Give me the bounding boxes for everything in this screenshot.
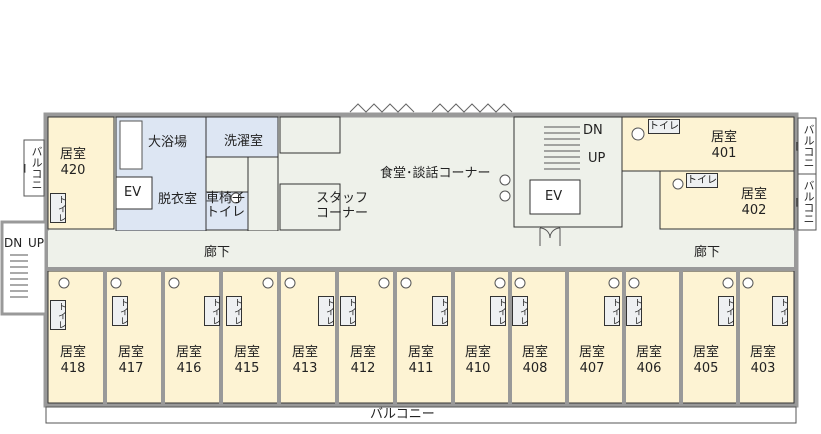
stair-up-left: UP: [28, 236, 45, 250]
corridor-label-right: 廊下: [694, 245, 721, 260]
stair-dn-left: DN: [4, 236, 23, 250]
staff-area: [279, 183, 341, 231]
ev-right-label: EV: [545, 189, 563, 204]
toilet-402: トイレ: [686, 173, 718, 188]
room-401-label: 居室 401: [711, 130, 737, 162]
room-label-text: 居室: [60, 147, 87, 162]
stair-treads: [544, 126, 580, 170]
corridor-area: [48, 231, 794, 269]
toilet-407: トイレ: [604, 296, 620, 326]
room-walls: [46, 267, 796, 405]
toilet-408: トイレ: [512, 296, 528, 326]
right-balcony-bottom-label: バルコニー: [790, 180, 815, 224]
toilet-410: トイレ: [490, 296, 506, 326]
toilet-416: トイレ: [204, 296, 220, 326]
dressing-label: 脱衣室: [158, 192, 198, 207]
stair-dn-right: DN: [583, 123, 603, 138]
staff-corner-label: スタッフ コーナー: [316, 191, 368, 221]
doors: [539, 227, 561, 246]
laundry-label: 洗濯室: [224, 134, 264, 149]
toilet-406: トイレ: [626, 296, 642, 326]
room-420-label: 居室 420: [60, 147, 86, 179]
staff-line2: コーナー: [316, 206, 369, 221]
bath-label: 大浴場: [148, 135, 188, 150]
right-balcony-bottom: [797, 173, 817, 231]
toilet-418: トイレ: [50, 300, 66, 330]
storage-area: [279, 116, 341, 154]
ev-left-box: [115, 176, 153, 210]
left-stair-treads: [10, 254, 28, 298]
toilet-403: トイレ: [772, 296, 788, 326]
left-balcony-label: バルコニー: [18, 146, 43, 190]
room-label-text: 居室: [741, 187, 768, 202]
corridor-label-left: 廊下: [204, 245, 231, 260]
ev-right-box: [529, 179, 581, 215]
bathtub: [119, 120, 143, 170]
bottom-rooms: [47, 270, 795, 404]
staff-line1: スタッフ: [316, 191, 369, 206]
toilet-405: トイレ: [718, 296, 734, 326]
toilet-413: トイレ: [318, 296, 334, 326]
wheelchair-toilet-area: [247, 156, 279, 232]
room-402-label: 居室 402: [741, 187, 767, 219]
bottom-balcony-label: バルコニー: [370, 407, 435, 422]
toilet-401: トイレ: [648, 119, 680, 134]
room-label-text: 居室: [711, 130, 738, 145]
toilet-415: トイレ: [226, 296, 242, 326]
right-balcony-top-label: バルコニー: [790, 124, 815, 168]
wheelchair-toilet-line1: 車椅子: [206, 191, 246, 206]
top-windows: [349, 103, 513, 113]
toilet-417: トイレ: [112, 296, 128, 326]
bottom-balcony: [45, 406, 797, 424]
left-balcony: [23, 139, 45, 197]
room-number-401: 401: [711, 146, 737, 161]
fixtures: [58, 127, 754, 289]
toilet-420: トイレ: [50, 193, 66, 223]
room-number-420: 420: [60, 163, 86, 178]
toilet-412: トイレ: [340, 296, 356, 326]
left-stair: [0, 220, 48, 316]
wheelchair-toilet-line2: トイレ: [206, 205, 246, 220]
room-number-402: 402: [741, 203, 767, 218]
stair-up-right: UP: [588, 151, 606, 166]
ev-left-label: EV: [124, 185, 142, 200]
dining-label: 食堂･談話コーナー: [380, 166, 491, 181]
toilet-411: トイレ: [432, 296, 448, 326]
wheelchair-toilet-label: 車椅子 トイレ: [206, 192, 245, 220]
laundry-area: [205, 116, 279, 158]
